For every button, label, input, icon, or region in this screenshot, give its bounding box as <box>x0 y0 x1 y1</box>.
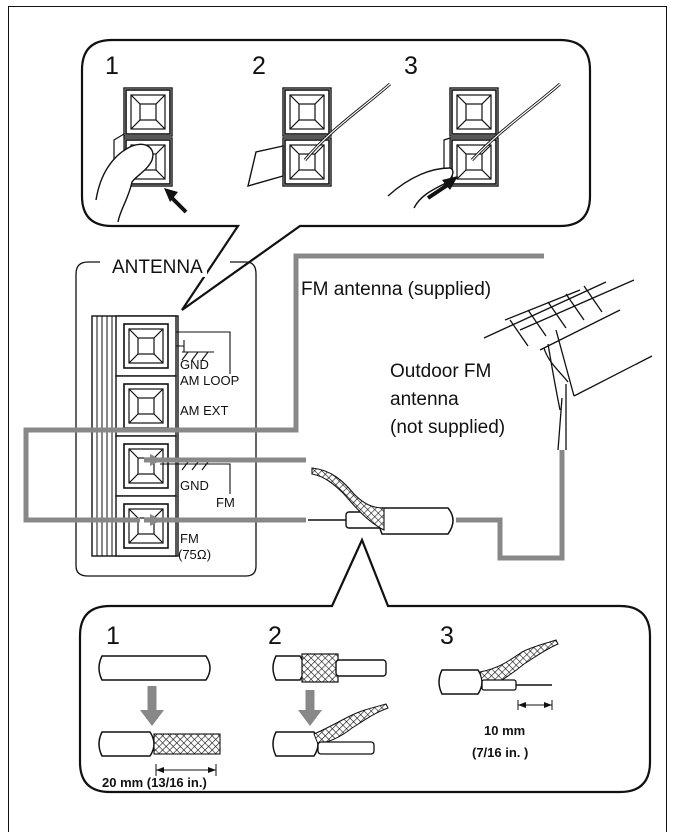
bottom-step-number: 1 <box>106 622 120 650</box>
top-step3-finger <box>387 167 454 209</box>
antenna-panel-outline <box>75 261 257 577</box>
terminal-label-gnd: GND <box>180 478 209 493</box>
fm-antenna-supplied-label: FM antenna (supplied) <box>301 279 492 300</box>
terminal-label-fm-75: FM <box>180 531 199 546</box>
bottom-step-number: 2 <box>268 622 282 650</box>
figure-frame <box>8 6 667 832</box>
top-step-number: 2 <box>252 52 266 80</box>
top-step-number: 3 <box>404 52 418 80</box>
bottom-step2-cable <box>272 653 389 757</box>
bottom-step-number: 3 <box>440 622 454 650</box>
terminal-label-fm: FM <box>216 495 235 510</box>
outdoor-antenna-label: (not supplied) <box>390 417 506 438</box>
terminal-label-am-loop: AM LOOP <box>180 373 240 388</box>
measurement-10mm: 10 mm <box>484 723 526 738</box>
top-step-number: 1 <box>105 52 119 80</box>
terminal-block <box>91 315 179 557</box>
measurement-20mm: 20 mm (13/16 in.) <box>102 775 207 790</box>
outdoor-antenna-label: antenna <box>390 389 459 410</box>
bottom-step1-cable <box>98 655 221 776</box>
coax-cable <box>308 467 454 535</box>
outdoor-antenna <box>483 279 653 451</box>
terminal-label-am-ext: AM EXT <box>180 403 229 418</box>
measurement-10mm-inch: (7/16 in. ) <box>472 745 529 760</box>
top-step1-finger <box>95 143 154 223</box>
top-step2-terminal <box>247 87 332 188</box>
terminal-label-gnd: GND <box>180 357 209 372</box>
antenna-panel-title: ANTENNA <box>108 258 207 277</box>
top-step1-arrow <box>168 194 188 214</box>
outdoor-antenna-cable <box>456 450 565 561</box>
terminal-label-75-ohm: (75Ω) <box>178 547 212 562</box>
outdoor-antenna-label: Outdoor FM <box>390 361 492 382</box>
fm-antenna-cable <box>23 253 544 523</box>
bottom-step3-cable <box>438 639 559 710</box>
